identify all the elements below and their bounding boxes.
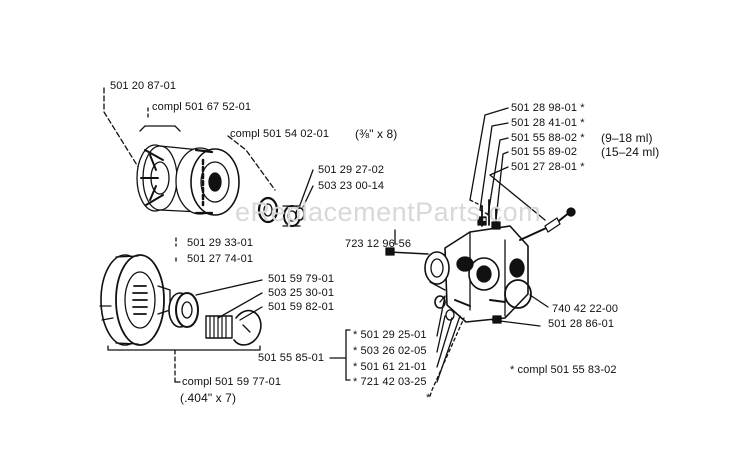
clutch-drum-compl-label: compl 501 54 02-01 (230, 128, 330, 140)
shoe-part-label: 501 27 74-01 (187, 253, 254, 265)
drum-spec-label: (⅜" x 8) (355, 127, 398, 141)
kit-part-2: * 503 26 02-05 (353, 345, 427, 357)
kit-part-4: * 721 42 03-25 (353, 376, 427, 388)
clutch-assembly-part-label: 501 20 87-01 (110, 80, 177, 92)
spring-part-label: 501 29 33-01 (187, 237, 254, 249)
oil-pump-assembly (329, 107, 576, 397)
pump-part-3-mark: * (580, 132, 585, 144)
bracket-part-label: 501 55 85-01 (258, 352, 325, 364)
kit-part-3-number: 501 61 21-01 (360, 361, 427, 373)
o-ring-part-label: 740 42 22-00 (552, 303, 619, 315)
pump-part-5: 501 27 28-01 * (511, 161, 585, 173)
clutch-assembly (103, 87, 314, 265)
watermark-text: eReplacementParts.com (235, 197, 542, 227)
kit-part-3-mark: * (353, 361, 358, 373)
pump-part-3: 501 55 88-02 * (511, 132, 585, 144)
rim-drum-compl-label: compl 501 59 77-01 (182, 376, 282, 388)
bearing-part-label: 503 23 00-14 (318, 180, 385, 192)
clutch-hub-compl-label: compl 501 67 52-01 (152, 101, 252, 113)
pump-part-5-mark: * (580, 161, 585, 173)
pump-part-3-note: (9–18 ml) (601, 131, 653, 145)
pump-part-5-number: 501 27 28-01 (511, 161, 578, 173)
pump-part-1-mark: * (580, 102, 585, 114)
pump-part-4: 501 55 89-02 (511, 146, 577, 158)
pump-part-4-note: (15–24 ml) (601, 145, 660, 159)
pump-part-2-mark: * (580, 117, 585, 129)
cover-part-label: 501 59 82-01 (268, 301, 335, 313)
kit-part-1: * 501 29 25-01 (353, 329, 427, 341)
pump-part-3-number: 501 55 88-02 (511, 132, 578, 144)
rim-spec-label: (.404" x 7) (180, 391, 237, 405)
kit-part-4-number: 721 42 03-25 (360, 376, 427, 388)
kit-part-2-number: 503 26 02-05 (360, 345, 427, 357)
kit-part-1-number: 501 29 25-01 (360, 329, 427, 341)
pump-part-2: 501 28 41-01 * (511, 117, 585, 129)
kit-last-mark: * (426, 392, 431, 404)
rim-drum-assembly (99, 254, 263, 383)
kit-part-3: * 501 61 21-01 (353, 361, 427, 373)
hose-part-label: 723 12 96-56 (345, 238, 412, 250)
pump-part-4-number: 501 55 89-02 (511, 146, 578, 158)
rim-washer-part-label: 503 25 30-01 (268, 287, 335, 299)
pump-part-1-number: 501 28 98-01 (511, 102, 578, 114)
pump-part-2-number: 501 28 41-01 (511, 117, 578, 129)
washer-part-label: 501 29 27-02 (318, 164, 385, 176)
seal-part-label: 501 28 86-01 (548, 318, 615, 330)
pump-compl-label: * compl 501 55 83-02 (510, 364, 617, 376)
needle-bearing-part-label: 501 59 79-01 (268, 273, 335, 285)
kit-part-1-mark: * (353, 329, 358, 341)
kit-part-4-mark: * (353, 376, 358, 388)
kit-part-2-mark: * (353, 345, 358, 357)
pump-part-1: 501 28 98-01 * (511, 102, 585, 114)
